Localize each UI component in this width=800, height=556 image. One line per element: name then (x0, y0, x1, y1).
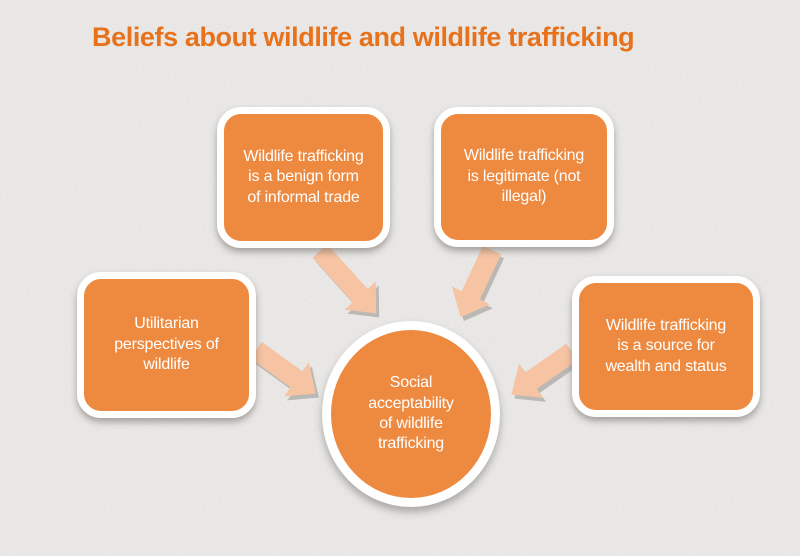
belief-box-benign-trade: Wildlife trafficking is a benign form of… (217, 107, 390, 248)
belief-label-utilitarian: Utilitarian perspectives of wildlife (114, 315, 219, 374)
arrow-wealth-to-center (511, 343, 581, 402)
belief-label-benign-trade: Wildlife trafficking is a benign form of… (243, 147, 364, 206)
diagram-title: Beliefs about wildlife and wildlife traf… (92, 22, 635, 52)
center-node-social-acceptability: Social acceptability of wildlife traffic… (322, 321, 500, 507)
arrow-utilitarian-to-center (250, 341, 319, 401)
belief-label-wealth-status: Wildlife trafficking is a source for wea… (605, 316, 727, 375)
arrow-legitimate-to-center (451, 245, 505, 322)
belief-box-wealth-status: Wildlife trafficking is a source for wea… (572, 276, 760, 417)
belief-box-legitimate: Wildlife trafficking is legitimate (not … (434, 107, 614, 247)
center-node-label: Social acceptability of wildlife traffic… (368, 374, 454, 453)
arrow-benign-to-center (312, 244, 380, 318)
belief-box-utilitarian: Utilitarian perspectives of wildlife (77, 272, 256, 418)
belief-label-legitimate: Wildlife trafficking is legitimate (not … (463, 147, 585, 206)
